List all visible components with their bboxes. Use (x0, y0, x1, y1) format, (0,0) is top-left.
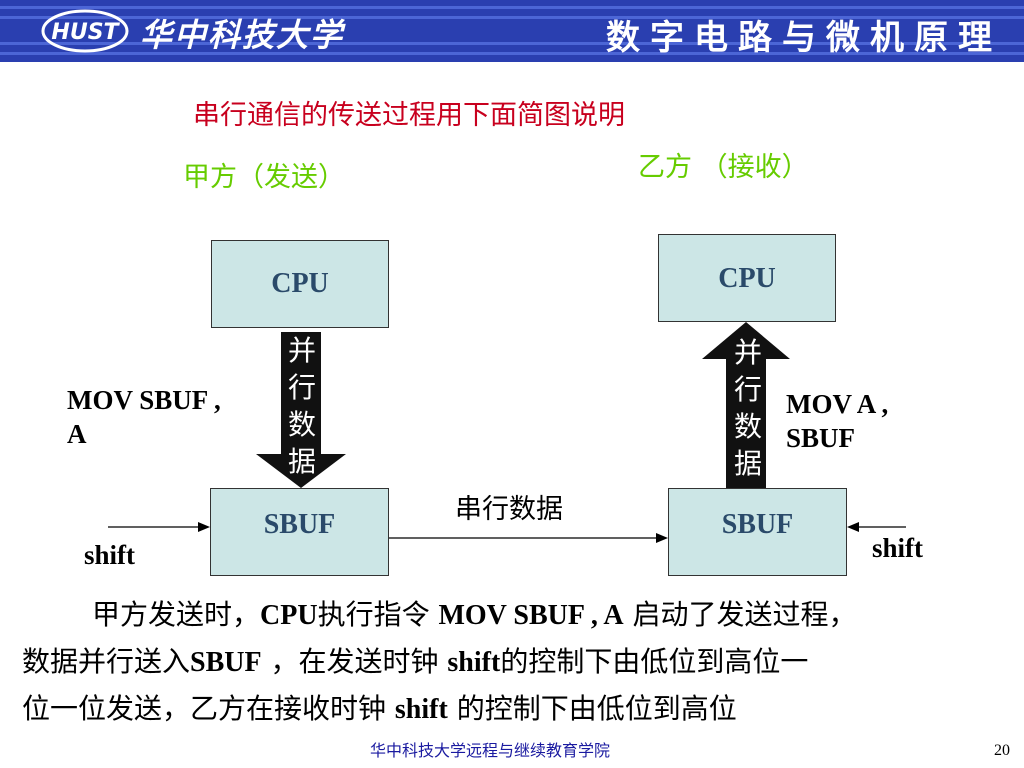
university-logo: HUST (41, 9, 129, 53)
parallel-char: 数 (733, 410, 762, 443)
parallel-up-arrow (702, 322, 790, 488)
receiver-instruction-line1: MOV A , (786, 389, 889, 419)
description-paragraph: 甲方发送时，CPU执行指令 MOV SBUF , A 启动了发送过程， 数据并行… (22, 592, 1012, 733)
sender-label: 甲方（发送） (183, 162, 345, 193)
shift-arrowhead-sender (198, 522, 210, 532)
sender-cpu-box: CPU (211, 240, 389, 328)
parallel-char: 行 (733, 373, 762, 406)
receiver-sbuf-box: SBUF (668, 488, 847, 576)
slide-title: 串行通信的传送过程用下面简图说明 (193, 100, 625, 131)
receiver-sbuf-label: SBUF (721, 509, 794, 540)
description-line: 位一位发送，乙方在接收时钟 shift 的控制下由低位到高位 (22, 686, 1012, 733)
banner-stripe (0, 16, 1024, 19)
logo-text: HUST (51, 20, 120, 45)
text-run: 甲方发送时， (92, 598, 261, 631)
banner-stripe (0, 42, 1024, 45)
page-number: 20 (994, 742, 1010, 759)
course-title: 数字电路与微机原理 (606, 18, 1002, 58)
text-run: 数据并行送入 (22, 645, 191, 678)
description-line: 数据并行送入SBUF ，在发送时钟 shift的控制下由低位到高位一 (22, 639, 1012, 686)
text-run: 启动了发送过程， (623, 598, 857, 631)
receiver-instruction-line2: SBUF (786, 423, 856, 453)
receiver-cpu-label: CPU (718, 263, 776, 294)
parallel-char: 并 (733, 336, 762, 369)
sender-sbuf-label: SBUF (263, 509, 336, 540)
receiver-label: 乙方 （接收） (638, 152, 809, 183)
sender-parallel-data-text: 并 行 数 据 (285, 332, 319, 480)
parallel-char: 据 (287, 445, 316, 478)
sender-cpu-label: CPU (271, 268, 329, 299)
receiver-cpu-box: CPU (658, 234, 836, 322)
text-run: MOV SBUF , A (438, 600, 624, 631)
parallel-char: 并 (287, 334, 316, 367)
receiver-instruction: MOV A , SBUF (786, 387, 888, 455)
sender-sbuf-box: SBUF (210, 488, 389, 576)
banner-stripe (0, 6, 1024, 9)
university-name: 华中科技大学 (140, 16, 345, 54)
text-run: shift (447, 647, 501, 678)
description-line: 甲方发送时，CPU执行指令 MOV SBUF , A 启动了发送过程， (22, 592, 1012, 639)
footer-institution: 华中科技大学远程与继续教育学院 (370, 741, 611, 760)
parallel-char: 据 (733, 447, 762, 480)
receiver-parallel-data-text: 并 行 数 据 (731, 334, 765, 482)
parallel-down-arrow (256, 332, 346, 488)
sender-instruction-line1: MOV SBUF , (67, 385, 221, 415)
serial-data-label: 串行数据 (455, 494, 563, 525)
text-run: 的控制下由低位到高位 (447, 692, 737, 725)
banner-stripe (0, 52, 1024, 55)
text-run: SBUF (190, 647, 262, 678)
text-run: CPU (260, 600, 318, 631)
parallel-char: 行 (287, 371, 316, 404)
parallel-char: 数 (287, 408, 316, 441)
receiver-shift-label: shift (872, 533, 924, 563)
text-run: 执行指令 (317, 598, 439, 631)
text-run: shift (394, 694, 448, 725)
shift-arrowhead-receiver (847, 522, 859, 532)
sender-shift-label: shift (84, 540, 136, 570)
text-run: 的控制下由低位到高位一 (500, 645, 809, 678)
text-run: ，在发送时钟 (261, 645, 448, 678)
sender-instruction: MOV SBUF , A (67, 383, 221, 451)
header-banner: HUST 华中科技大学 数字电路与微机原理 (0, 0, 1024, 62)
serial-arrowhead (656, 533, 668, 543)
sender-instruction-line2: A (67, 419, 87, 449)
text-run: 位一位发送，乙方在接收时钟 (22, 692, 395, 725)
